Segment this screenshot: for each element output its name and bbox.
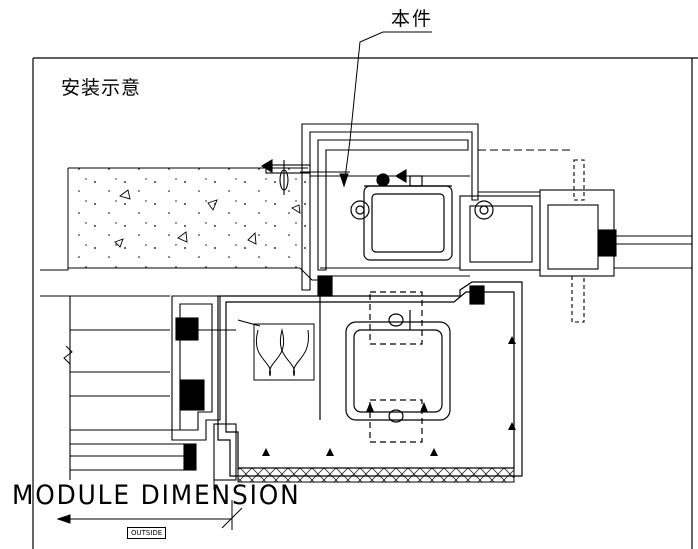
installation-label: 安装示意	[61, 77, 142, 99]
frame-profile-right	[320, 149, 692, 323]
steel-box-lower	[345, 291, 451, 443]
steel-box-upper	[350, 173, 494, 261]
module-dimension-label: MODULE DIMENSION	[12, 480, 301, 511]
insulation	[253, 323, 315, 381]
part-leader	[339, 31, 432, 188]
concrete-slab	[40, 167, 318, 281]
hatched-cladding	[213, 423, 515, 490]
module-dimension-line	[56, 500, 243, 530]
part-label: 本件	[391, 8, 434, 30]
outside-label: OUTSIDE	[127, 527, 167, 539]
upper-bracket	[260, 123, 479, 291]
drawing-frame	[32, 57, 698, 549]
glazing-frame-left	[40, 295, 261, 480]
fastener-marks	[262, 336, 516, 456]
